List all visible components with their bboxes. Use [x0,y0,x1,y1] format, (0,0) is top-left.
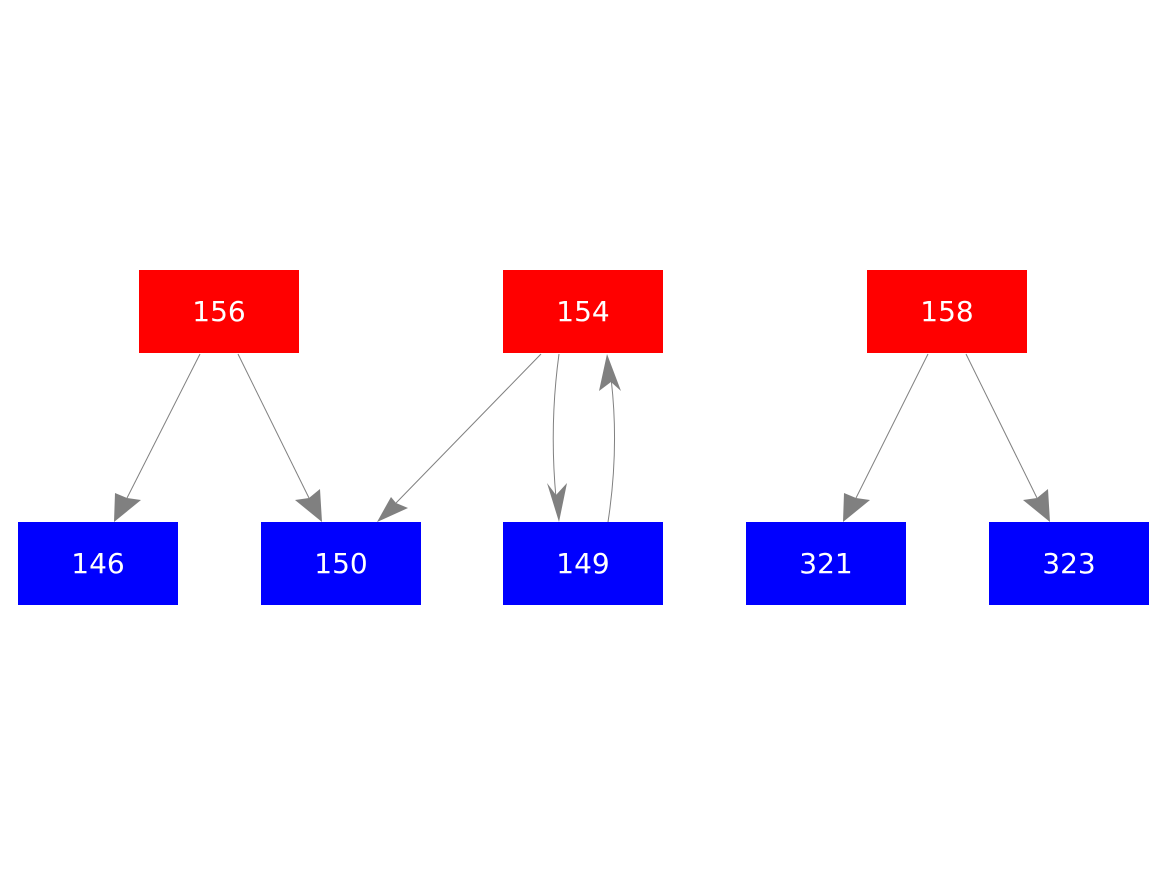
node-321[interactable]: 321 [746,522,906,605]
node-149[interactable]: 149 [503,522,663,605]
edge-158-323 [965,353,1050,522]
node-label: 156 [192,295,245,328]
arrowhead-icon [843,493,870,522]
node-323[interactable]: 323 [989,522,1149,605]
edge-149-154 [599,354,621,523]
arrowhead-icon [295,489,322,522]
node-label: 323 [1042,547,1095,580]
arrowhead-icon [377,497,408,522]
edge-156-150 [237,353,322,522]
nodes: 156 154 158 146 150 149 321 323 [18,270,1149,605]
node-154[interactable]: 154 [503,270,663,353]
arrowhead-icon [599,354,621,391]
node-150[interactable]: 150 [261,522,421,605]
edge-154-150 [377,353,542,522]
node-label: 149 [556,547,609,580]
node-158[interactable]: 158 [867,270,1027,353]
node-label: 158 [920,295,973,328]
arrowhead-icon [114,493,141,522]
edge-158-321 [843,353,929,522]
edge-156-146 [114,353,201,522]
arrowhead-icon [547,483,567,522]
node-156[interactable]: 156 [139,270,299,353]
node-label: 321 [799,547,852,580]
node-label: 154 [556,295,609,328]
arrowhead-icon [1023,489,1050,522]
edges [114,353,1050,523]
node-146[interactable]: 146 [18,522,178,605]
node-label: 146 [71,547,124,580]
node-label: 150 [314,547,367,580]
edge-154-149 [547,353,567,522]
